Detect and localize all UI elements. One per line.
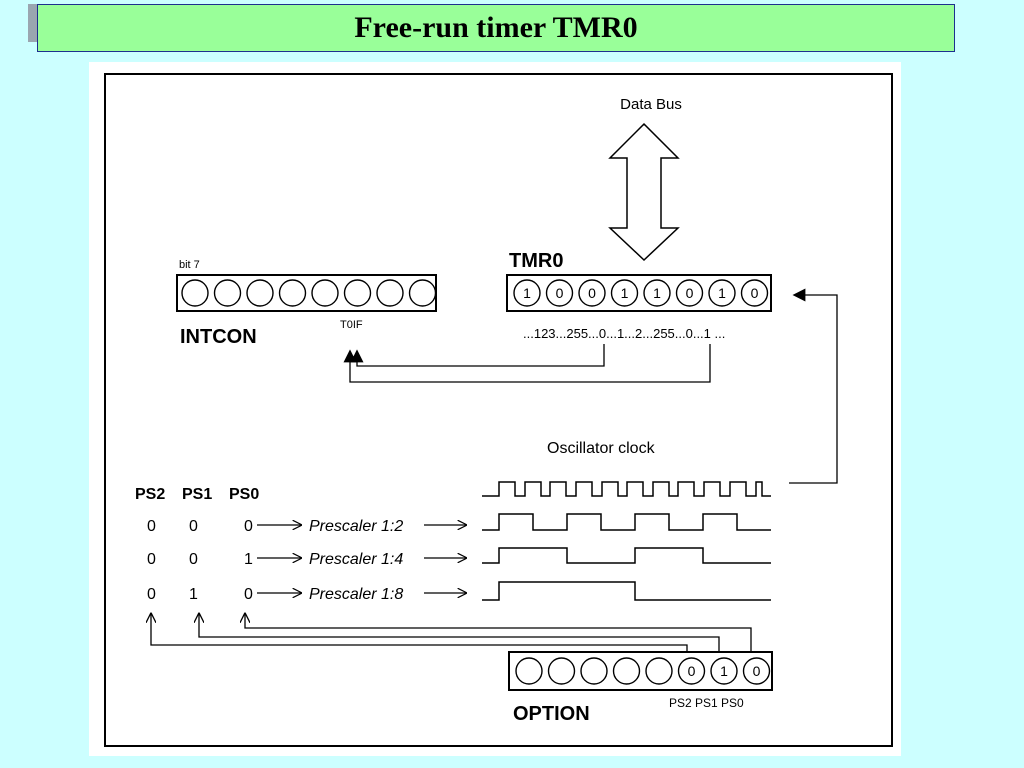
intcon-bit-6 (376, 279, 404, 307)
tmr0-bit-value-2: 0 (588, 285, 596, 301)
intcon-bit-5 (343, 279, 372, 307)
option-bit-4 (645, 657, 673, 685)
tmr0-bit-value-1: 0 (556, 285, 564, 301)
option-ps-labels: PS2 PS1 PS0 (669, 696, 744, 710)
ps1-feedback-line (199, 614, 720, 652)
oscillator-clock-label: Oscillator clock (547, 440, 656, 457)
t0if-label: T0IF (340, 319, 363, 331)
option-bit-2 (580, 657, 608, 685)
row3-ps2: 0 (147, 586, 156, 603)
option-bit-7 (742, 657, 771, 685)
bit7-label: bit 7 (179, 259, 200, 271)
option-bit-1 (547, 657, 576, 685)
col-header-ps0: PS0 (229, 486, 259, 503)
prescaler-1-4-waveform (482, 547, 771, 564)
option-bit-value-5: 0 (688, 663, 696, 679)
diagram-frame (104, 73, 893, 747)
option-bit-0 (515, 657, 543, 685)
slide-title: Free-run timer TMR0 (354, 11, 638, 44)
intcon-bit-3 (278, 279, 307, 307)
overflow-line-2 (343, 344, 711, 383)
overflow-line-1 (350, 344, 605, 367)
option-bit-value-7: 0 (753, 663, 761, 679)
tmr0-bit-value-5: 0 (686, 285, 694, 301)
ps2-feedback-line (151, 614, 688, 652)
intcon-bit-1 (213, 279, 242, 307)
tmr0-bit-value-4: 1 (653, 285, 661, 301)
row2-ps1: 0 (189, 551, 198, 568)
ps0-feedback-line (245, 614, 752, 652)
tmr0-bit-value-0: 1 (523, 285, 531, 301)
row1-ps0: 0 (244, 518, 253, 535)
option-bit-3 (612, 657, 641, 685)
tmr0-bit-0 (513, 279, 541, 307)
clock-to-tmr0-line (789, 288, 838, 484)
row3-ps1: 1 (189, 586, 198, 603)
row1-ps1: 0 (189, 518, 198, 535)
intcon-bit-4 (311, 279, 339, 307)
option-bit-6 (710, 657, 738, 685)
row2-ps2: 0 (147, 551, 156, 568)
row1-label: Prescaler 1:2 (309, 518, 403, 535)
col-header-ps2: PS2 (135, 486, 165, 503)
intcon-bits (181, 279, 437, 307)
option-label: OPTION (513, 703, 590, 725)
tmr0-bit-value-7: 0 (751, 285, 759, 301)
tmr0-bit-value-6: 1 (718, 285, 726, 301)
tmr0-bit-3 (610, 279, 639, 307)
tmr0-bit-2 (578, 279, 606, 307)
row3-label: Prescaler 1:8 (309, 586, 403, 603)
tmr0-bit-1 (545, 279, 574, 307)
tmr0-bit-5 (675, 279, 704, 307)
tmr0-bit-value-3: 1 (621, 285, 629, 301)
row2-label: Prescaler 1:4 (309, 551, 403, 568)
intcon-bit-7 (408, 279, 437, 307)
tmr0-bit-4 (643, 279, 671, 307)
option-bit-5 (677, 657, 706, 685)
data-bus-label: Data Bus (620, 96, 682, 113)
prescaler-1-2-waveform (482, 513, 771, 531)
count-sequence: ...123...255...0...1...2...255...0...1 .… (523, 326, 725, 341)
row3-ps0: 0 (244, 586, 253, 603)
tmr0-bit-6 (708, 279, 736, 307)
data-bus-arrow-icon (608, 122, 680, 262)
title-banner: Free-run timer TMR0 (37, 4, 955, 52)
row1-ps2: 0 (147, 518, 156, 535)
oscillator-waveform (482, 481, 771, 497)
tmr0-bit-7 (740, 279, 769, 307)
row2-ps0: 1 (244, 551, 253, 568)
tmr0-bits: 1 0 0 1 1 0 1 0 (513, 279, 769, 307)
intcon-bit-2 (246, 279, 274, 307)
tmr0-label: TMR0 (509, 250, 563, 272)
col-header-ps1: PS1 (182, 486, 212, 503)
prescaler-1-8-waveform (482, 581, 771, 601)
option-bit-value-6: 1 (720, 663, 728, 679)
intcon-bit-0 (181, 279, 209, 307)
intcon-label: INTCON (180, 326, 257, 348)
option-bits: 0 1 0 (515, 657, 771, 685)
